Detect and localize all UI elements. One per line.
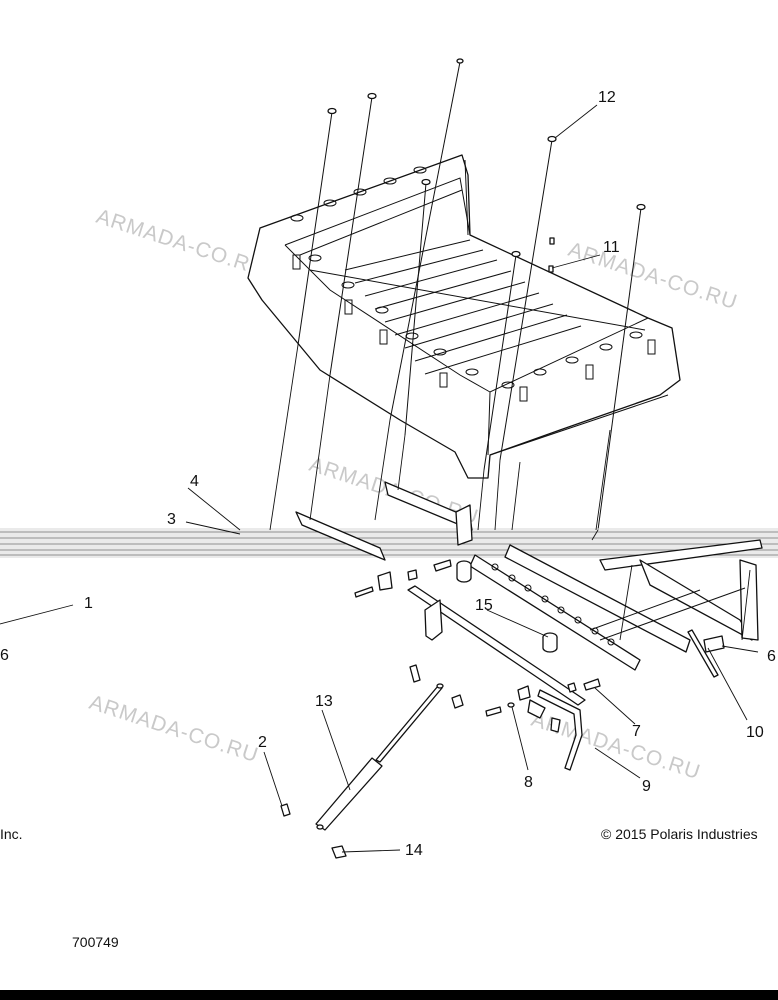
copyright-right: © 2015 Polaris Industries <box>601 826 758 842</box>
callout-11: 11 <box>603 239 620 256</box>
callout-1: 1 <box>84 595 93 612</box>
callout-3: 3 <box>167 511 176 528</box>
projection-lines <box>269 344 751 641</box>
copyright-left: Inc. <box>0 826 23 842</box>
drawing-number: 700749 <box>72 934 119 950</box>
callouts: 12 11 4 3 1 6 15 6 7 10 8 9 13 2 14 <box>0 89 776 859</box>
scan-noise-band <box>0 528 778 558</box>
frame-rails <box>295 481 763 671</box>
watermark-4: ARMADA-CO.RU <box>86 691 261 767</box>
callout-13: 13 <box>315 693 333 710</box>
callout-4: 4 <box>190 473 199 490</box>
callout-7: 7 <box>632 723 641 740</box>
callout-2: 2 <box>258 734 267 751</box>
callout-15: 15 <box>475 597 493 614</box>
callout-6-left: 6 <box>0 647 9 664</box>
bottom-bar <box>0 990 778 1000</box>
cargo-box <box>247 154 681 479</box>
callout-8: 8 <box>524 774 533 791</box>
push-pins <box>297 58 646 531</box>
callout-9: 9 <box>642 778 651 795</box>
watermark-1: ARMADA-CO.RU <box>93 205 268 281</box>
callout-6-right: 6 <box>767 648 776 665</box>
hardware <box>280 559 725 859</box>
callout-10: 10 <box>746 724 764 741</box>
leader-lines <box>0 104 759 853</box>
callout-14: 14 <box>405 842 423 859</box>
callout-12: 12 <box>598 89 616 106</box>
